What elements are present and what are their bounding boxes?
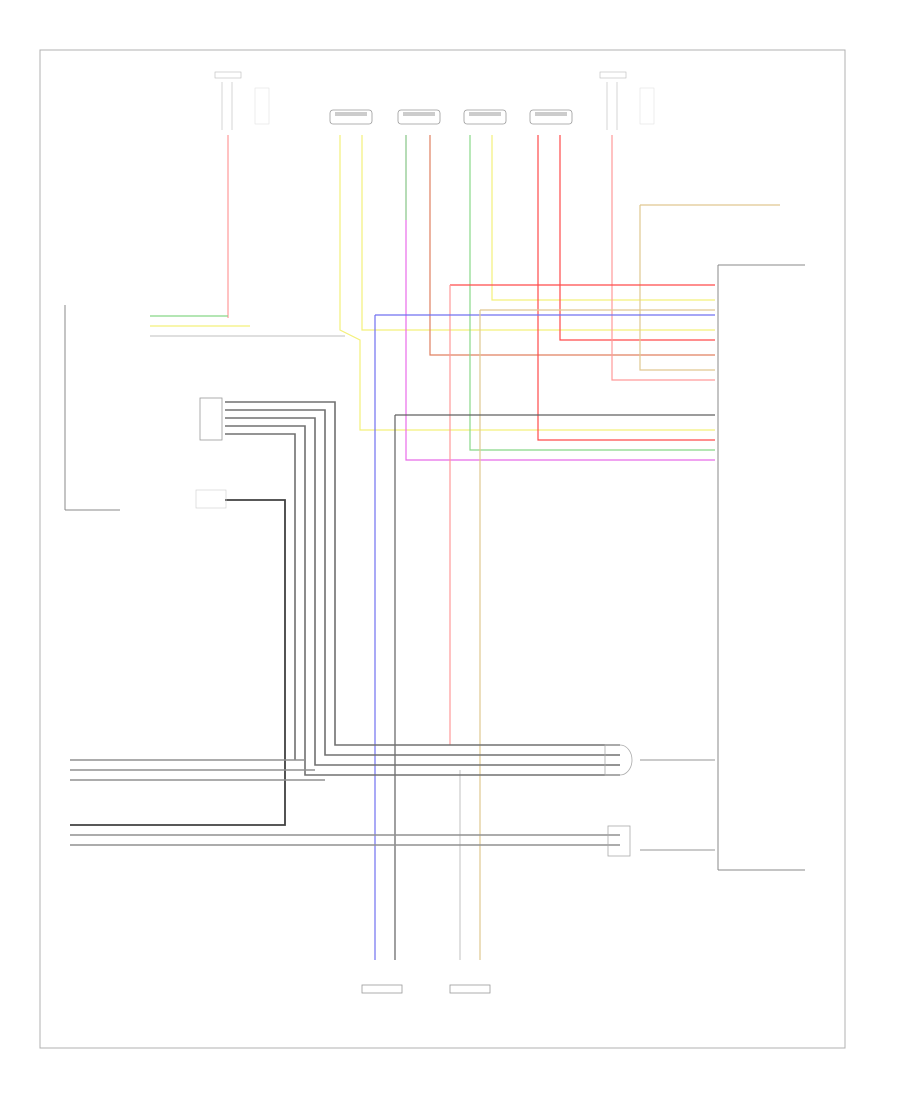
diagram-frame (39, 49, 846, 1049)
left-front-woofer (463, 109, 507, 125)
right-rear-speaker (361, 984, 403, 994)
hot-fuse-right (599, 71, 655, 130)
hot-fuse-left (214, 71, 270, 130)
left-front-tweeter (329, 109, 373, 125)
right-front-woofer (529, 109, 573, 125)
wires (70, 135, 780, 960)
left-rear-speaker (449, 984, 491, 994)
bottom-connector-upper (604, 744, 633, 776)
bottom-connector-lower (607, 825, 631, 857)
right-front-tweeter (397, 109, 441, 125)
left-side-unit (64, 305, 227, 511)
right-amplifier-unit (717, 264, 805, 871)
